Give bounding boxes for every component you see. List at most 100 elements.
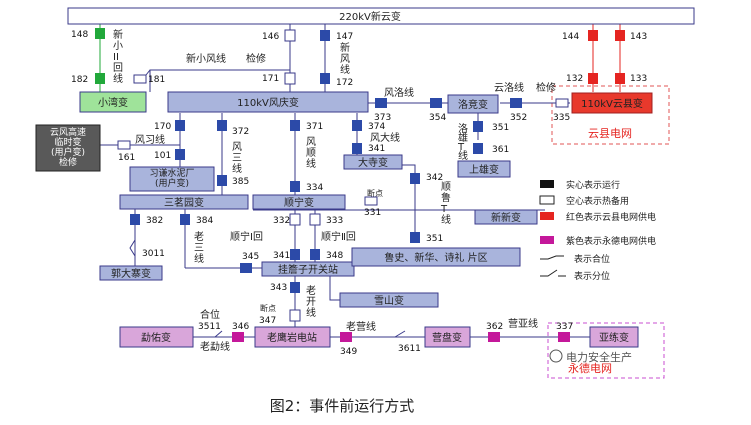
switch-144 (588, 30, 598, 41)
switch-161 (117, 140, 131, 150)
lbl-170: 170 (154, 122, 171, 132)
legend-open-label: 表示分位 (574, 270, 610, 282)
lbl-172: 172 (336, 78, 353, 88)
legend-purple-label: 紫色表示永德电网供电 (566, 235, 656, 247)
switch-181 (133, 74, 147, 84)
switch-335 (555, 98, 569, 108)
legend-solid-label: 实心表示运行 (566, 179, 620, 191)
switch-385 (217, 175, 227, 186)
knife-switches (129, 239, 406, 338)
line-laoying: 老营线 (346, 320, 376, 333)
ll-luoxiong-line: 雄 (458, 131, 468, 144)
ll-fengsan-line: 线 (232, 162, 242, 175)
legend-red-swatch (540, 212, 554, 220)
line-laosan: 老三线 (194, 230, 204, 265)
wechat-icon (549, 349, 563, 363)
station-xueshan: 雪山变 (339, 292, 439, 308)
line-laomeng: 老勐线 (200, 340, 230, 353)
lbl-382: 382 (146, 216, 163, 226)
switch-346 (232, 332, 244, 342)
ll-shunlu-line: 顺 (441, 181, 451, 193)
line-fengluo: 风洛线 (384, 86, 414, 99)
station-xiaowan: 小湾变 (79, 91, 147, 113)
line-laokai: 老开线 (306, 284, 316, 319)
ll-xinxiao2-line: 小 (113, 40, 123, 52)
switch-170 (175, 120, 185, 131)
ll-laosan-line: 老 (194, 230, 204, 243)
lbl-171: 171 (262, 74, 279, 84)
lbl-3611: 3611 (398, 344, 421, 354)
line-xinxiaofeng: 新小风线 (186, 52, 226, 65)
ll-laokai-line: 老 (306, 284, 316, 297)
yunfeng-text-line: 临时变 (54, 136, 81, 148)
legend-purple-swatch (540, 236, 554, 244)
lbl-147: 147 (336, 32, 353, 42)
line-jianxiu1: 检修 (246, 52, 266, 65)
switch-351 (473, 121, 483, 132)
switch-171 (284, 72, 296, 85)
station-dasi-label: 大寺变 (358, 156, 388, 169)
lbl-331: 331 (364, 208, 381, 218)
station-laoying-label: 老鹰岩电站 (267, 331, 317, 344)
switch-337 (558, 332, 570, 342)
switch-345 (240, 263, 252, 273)
station-shunning: 顺宁变 (252, 194, 346, 210)
line-fengda: 风大线 (370, 131, 400, 144)
station-yunxian: 110kV云县变 (571, 92, 653, 114)
station-luojing: 洛竞变 (447, 94, 499, 114)
lbl-351: 351 (492, 123, 509, 133)
station-xilian: 习谦水泥厂(用户变) (129, 166, 215, 192)
legend-red-label: 红色表示云县电网供电 (566, 211, 656, 223)
lbl-362: 362 (486, 322, 503, 332)
colored-wires (99, 24, 621, 92)
lbl-384: 384 (196, 216, 213, 226)
switch-147 (320, 30, 330, 41)
switch-348 (310, 249, 320, 260)
lbl-347: 347 (259, 316, 276, 326)
ll-xinxiao2-line: 线 (113, 72, 123, 85)
station-sanmingyuan: 三茗园变 (119, 194, 249, 210)
station-yingpan-label: 营盘变 (432, 331, 462, 344)
switch-146 (284, 29, 296, 42)
ll-luoxiong-line: T (457, 142, 465, 153)
lbl-148: 148 (71, 30, 88, 40)
switch-372 (217, 120, 227, 131)
switch-342 (410, 173, 420, 184)
lbl-3511: 3511 (198, 322, 221, 332)
station-laoying: 老鹰岩电站 (254, 326, 331, 348)
station-guaxie: 挂簷子开关站 (261, 261, 355, 277)
ll-shunlu-line: T (440, 204, 448, 215)
station-fengqing: 110kV风庆变 (167, 91, 369, 113)
station-yunfeng: 云风高速临时变(用户变)检修 (35, 124, 101, 172)
lbl-372: 372 (232, 127, 249, 137)
lbl-385: 385 (232, 177, 249, 187)
station-chiluo: 鲁史、新华、诗礼 片区 (351, 247, 521, 267)
line-duandian1: 断点 (367, 188, 383, 198)
station-xinxin: 新新变 (474, 209, 538, 225)
line-fengshun: 风顺线 (306, 136, 316, 170)
lbl-161: 161 (118, 153, 135, 163)
switch-352 (510, 98, 522, 108)
watermark: 电力安全生产 (549, 349, 632, 364)
switch-384 (180, 214, 190, 225)
ll-fengsan-line: 三 (232, 153, 242, 164)
station-sanmingyuan-label: 三茗园变 (164, 196, 204, 209)
station-shangxiong-label: 上雄变 (469, 163, 499, 176)
lbl-143: 143 (630, 32, 647, 42)
yunxian-grid-zone (551, 85, 670, 145)
legend-hollow-swatch (539, 195, 555, 205)
switch-343 (290, 282, 300, 293)
lbl-337: 337 (556, 322, 573, 332)
station-mengyou: 勐佑变 (119, 326, 194, 348)
station-mengyou-label: 勐佑变 (141, 331, 171, 344)
switch-332 (289, 213, 301, 226)
station-dasi: 大寺变 (343, 154, 403, 170)
legend-closed-label: 表示合位 (574, 253, 610, 265)
switch-362 (488, 332, 500, 342)
lbl-346: 346 (232, 322, 249, 332)
lbl-345: 345 (242, 252, 259, 262)
yongde-grid-label: 永德电网 (568, 361, 612, 375)
